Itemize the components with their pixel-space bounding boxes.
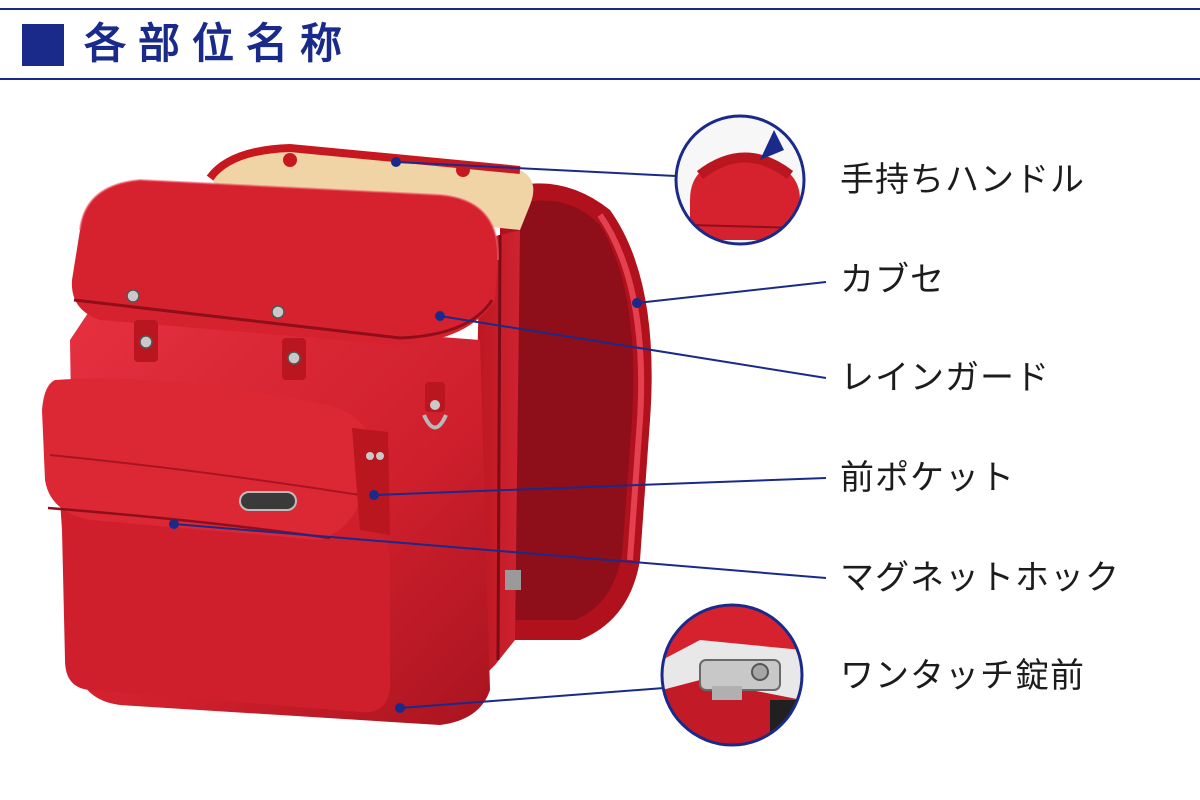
bag-lid [71, 180, 499, 345]
leader-lines [169, 157, 827, 713]
header-bottom-rule [0, 78, 1200, 80]
page-header: 各部位名称 [0, 0, 1200, 100]
handle-pointer-icon [760, 130, 784, 160]
lid-rivet-left [126, 289, 140, 303]
front-pocket [60, 500, 390, 713]
back-strap [500, 183, 652, 641]
lid-rivet-right [271, 305, 285, 319]
rain-guard-label: レインガード [840, 358, 1050, 398]
header-top-rule [0, 8, 1200, 10]
lock-callout [660, 603, 804, 747]
lock-bracket [505, 570, 521, 590]
front-pocket-label: 前ポケット [840, 458, 1015, 498]
side-seam [496, 234, 502, 661]
handle-label: 手持ちハンドル [840, 160, 1085, 200]
title-square-icon [22, 24, 64, 66]
lid-straps [134, 320, 306, 380]
page-title: 各部位名称 [84, 19, 355, 68]
handle-callout [674, 114, 806, 246]
kabuse-label: カブセ [840, 260, 945, 300]
side-d-ring [422, 382, 448, 430]
one-touch-lock-label: ワンタッチ錠前 [840, 656, 1085, 696]
name-plate [239, 491, 297, 511]
magnet-hook-label: マグネットホック [840, 558, 1120, 598]
